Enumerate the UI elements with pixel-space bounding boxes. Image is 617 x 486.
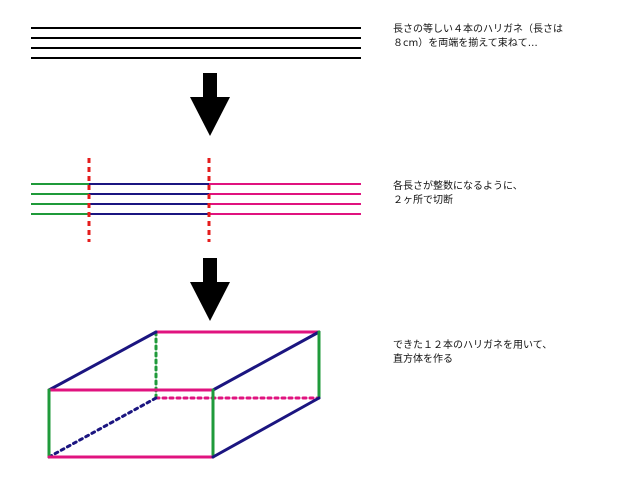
cut-wires <box>31 158 361 242</box>
step-3-caption: できた１２本のハリガネを用いて、 直方体を作る <box>393 340 553 365</box>
down-arrow-2 <box>190 258 230 321</box>
bottom-right-depth-edge <box>211 396 321 459</box>
top-left-depth-edge <box>47 330 158 392</box>
step-1-caption: 長さの等しい４本のハリガネ（長さは ８cm）を両端を揃えて束ねて… <box>393 24 563 49</box>
cuboid <box>47 330 321 459</box>
hidden-depth-edge <box>47 396 158 459</box>
step-2-caption: 各長さが整数になるように、 ２ヶ所で切断 <box>393 181 523 206</box>
top-right-depth-edge <box>211 330 321 392</box>
bundled-wires <box>31 27 361 59</box>
down-arrow-1 <box>190 73 230 136</box>
